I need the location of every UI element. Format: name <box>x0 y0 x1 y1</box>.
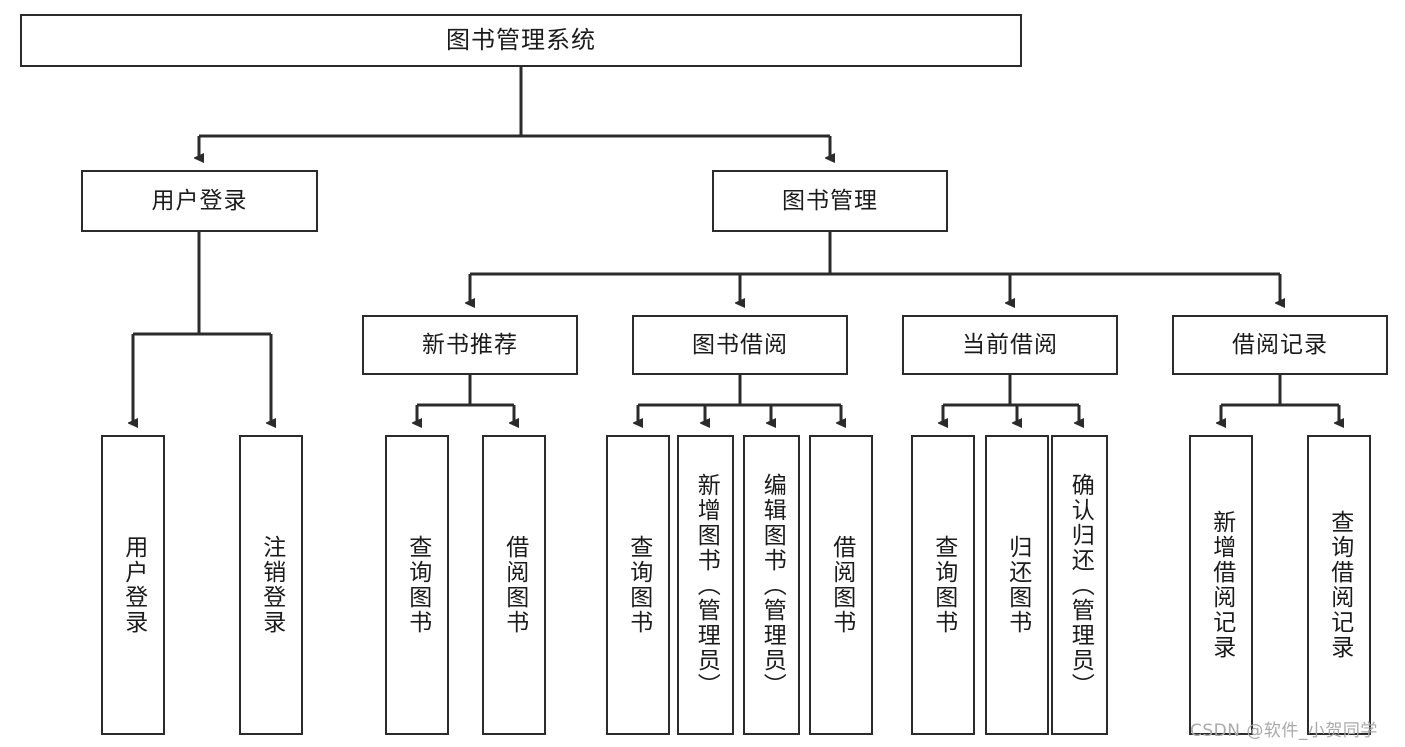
node-leaf-user-login[interactable]: 用户登录 <box>101 435 165 735</box>
node-leaf-borrow-book-rec[interactable]: 借阅图书 <box>482 435 546 735</box>
node-leaf-add-book-label: 新增图书（管理员） <box>693 472 720 698</box>
node-leaf-user-login-label: 用户登录 <box>120 535 147 635</box>
node-leaf-query-record[interactable]: 查询借阅记录 <box>1307 435 1371 735</box>
node-leaf-edit-book[interactable]: 编辑图书（管理员） <box>743 435 800 735</box>
node-leaf-return-book-label: 归还图书 <box>1004 535 1031 635</box>
node-current-borrow[interactable]: 当前借阅 <box>902 315 1118 375</box>
edges-book-manage <box>470 232 1280 303</box>
watermark-text: CSDN @软件_小贺同学 <box>1190 721 1378 741</box>
edges-new-book-rec <box>417 375 514 423</box>
edges-user-login <box>133 232 271 423</box>
edges-current-borrow <box>943 375 1079 423</box>
node-new-book-rec-label: 新书推荐 <box>422 331 518 358</box>
node-book-borrow[interactable]: 图书借阅 <box>632 315 848 375</box>
node-leaf-query-book-cb-label: 查询图书 <box>930 535 957 635</box>
node-book-borrow-label: 图书借阅 <box>692 331 788 358</box>
node-leaf-edit-book-label: 编辑图书（管理员） <box>759 472 786 698</box>
node-leaf-query-book-bb[interactable]: 查询图书 <box>606 435 670 735</box>
node-new-book-rec[interactable]: 新书推荐 <box>362 315 578 375</box>
node-book-manage[interactable]: 图书管理 <box>712 170 948 232</box>
node-leaf-user-logout[interactable]: 注销登录 <box>239 435 303 735</box>
node-leaf-query-book-cb[interactable]: 查询图书 <box>911 435 975 735</box>
node-leaf-query-book-rec-label: 查询图书 <box>404 535 431 635</box>
node-current-borrow-label: 当前借阅 <box>962 331 1058 358</box>
edges-root <box>199 67 830 158</box>
node-leaf-borrow-book-rec-label: 借阅图书 <box>501 535 528 635</box>
node-borrow-record[interactable]: 借阅记录 <box>1172 315 1388 375</box>
node-leaf-query-book-rec[interactable]: 查询图书 <box>385 435 449 735</box>
edges-book-borrow <box>638 375 841 423</box>
node-leaf-add-record-label: 新增借阅记录 <box>1208 510 1235 660</box>
node-book-manage-label: 图书管理 <box>782 187 878 214</box>
node-leaf-add-book[interactable]: 新增图书（管理员） <box>677 435 734 735</box>
node-leaf-return-book[interactable]: 归还图书 <box>985 435 1049 735</box>
node-leaf-user-logout-label: 注销登录 <box>258 535 285 635</box>
node-leaf-confirm-return[interactable]: 确认归还（管理员） <box>1051 435 1108 735</box>
node-leaf-confirm-return-label: 确认归还（管理员） <box>1067 472 1094 698</box>
node-root[interactable]: 图书管理系统 <box>20 14 1022 67</box>
node-leaf-borrow-book-bb[interactable]: 借阅图书 <box>809 435 873 735</box>
node-root-label: 图书管理系统 <box>446 25 596 54</box>
node-leaf-add-record[interactable]: 新增借阅记录 <box>1189 435 1253 735</box>
node-user-login[interactable]: 用户登录 <box>81 170 318 232</box>
edges-borrow-record <box>1221 375 1339 423</box>
node-leaf-query-record-label: 查询借阅记录 <box>1326 510 1353 660</box>
node-user-login-label: 用户登录 <box>151 187 248 214</box>
node-leaf-borrow-book-bb-label: 借阅图书 <box>828 535 855 635</box>
node-leaf-query-book-bb-label: 查询图书 <box>625 535 652 635</box>
node-borrow-record-label: 借阅记录 <box>1232 331 1328 358</box>
